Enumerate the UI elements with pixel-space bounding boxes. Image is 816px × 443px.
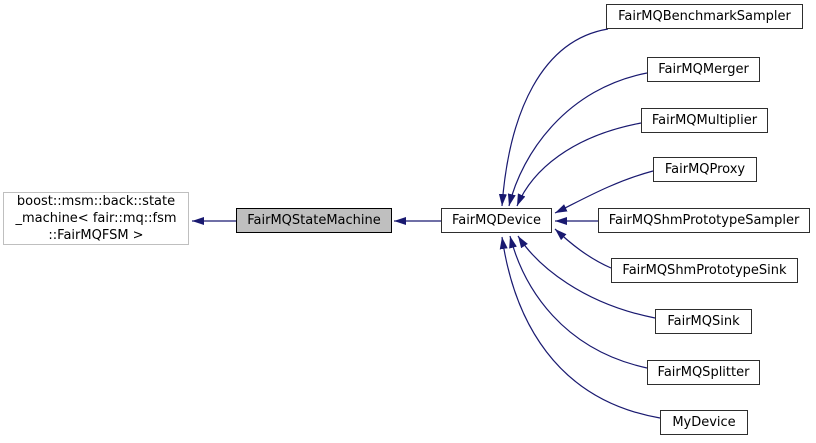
node-fairmqbenchmarksampler[interactable]: FairMQBenchmarkSampler (606, 4, 803, 29)
edge-multiplier-to-device (516, 122, 642, 207)
edge-merger-to-device (507, 72, 648, 207)
edge-splitter-to-device (509, 235, 648, 369)
node-fairmqshmprototypesampler[interactable]: FairMQShmPrototypeSampler (598, 208, 810, 233)
edge-shmprototypesink-to-device (554, 228, 612, 269)
node-fairmqshmprototypesink[interactable]: FairMQShmPrototypeSink (611, 258, 798, 283)
node-fairmqstatemachine: FairMQStateMachine (236, 208, 392, 233)
node-fairmqsink[interactable]: FairMQSink (655, 309, 752, 334)
node-mydevice[interactable]: MyDevice (660, 410, 748, 435)
node-fairmqsplitter[interactable]: FairMQSplitter (647, 360, 760, 385)
node-fairmqmultiplier[interactable]: FairMQMultiplier (641, 108, 768, 133)
node-boost-msm-state-machine: boost::msm::back::state _machine< fair::… (3, 192, 189, 245)
node-fairmqmerger[interactable]: FairMQMerger (647, 57, 760, 82)
node-fairmqproxy[interactable]: FairMQProxy (653, 157, 757, 182)
node-fairmqdevice[interactable]: FairMQDevice (441, 208, 552, 233)
edge-benchmarksampler-to-device (498, 28, 609, 207)
edge-proxy-to-device (554, 170, 654, 214)
